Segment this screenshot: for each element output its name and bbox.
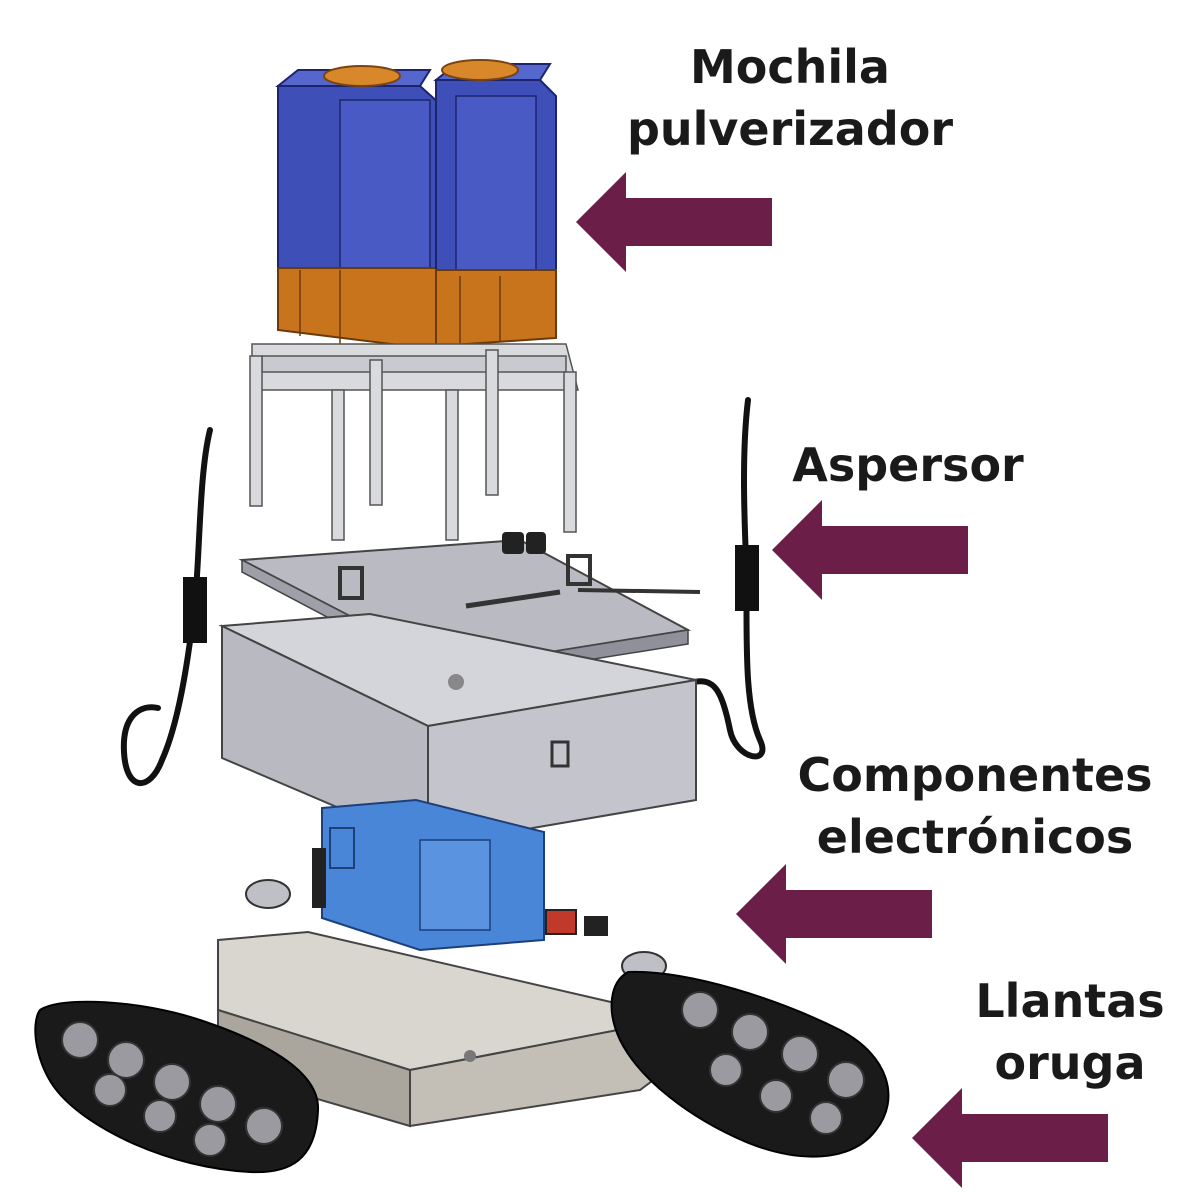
battery-module — [312, 798, 545, 952]
label-line: Aspersor — [792, 438, 1024, 492]
left-arrow-icon — [772, 500, 968, 600]
left-arrow-icon — [912, 1088, 1108, 1188]
label-line: Llantas — [975, 974, 1165, 1028]
tank-pair — [275, 59, 557, 352]
label-line: Componentes — [797, 748, 1153, 802]
tracks — [34, 970, 890, 1174]
label-line: pulverizador — [626, 102, 954, 156]
electronics-box — [218, 612, 697, 848]
label-line: electrónicos — [816, 810, 1134, 864]
spray-hoses — [120, 397, 766, 786]
label-componentes: Componentes electrónicos — [770, 744, 1180, 868]
label-aspersor: Aspersor — [768, 434, 1048, 496]
tank-frame — [249, 343, 579, 541]
label-mochila: Mochila pulverizador — [610, 36, 970, 160]
left-arrow-icon — [576, 172, 772, 272]
left-arrow-icon — [736, 864, 932, 964]
label-llantas: Llantas oruga — [950, 970, 1190, 1094]
label-line: oruga — [994, 1036, 1146, 1090]
label-line: Mochila — [690, 40, 890, 94]
